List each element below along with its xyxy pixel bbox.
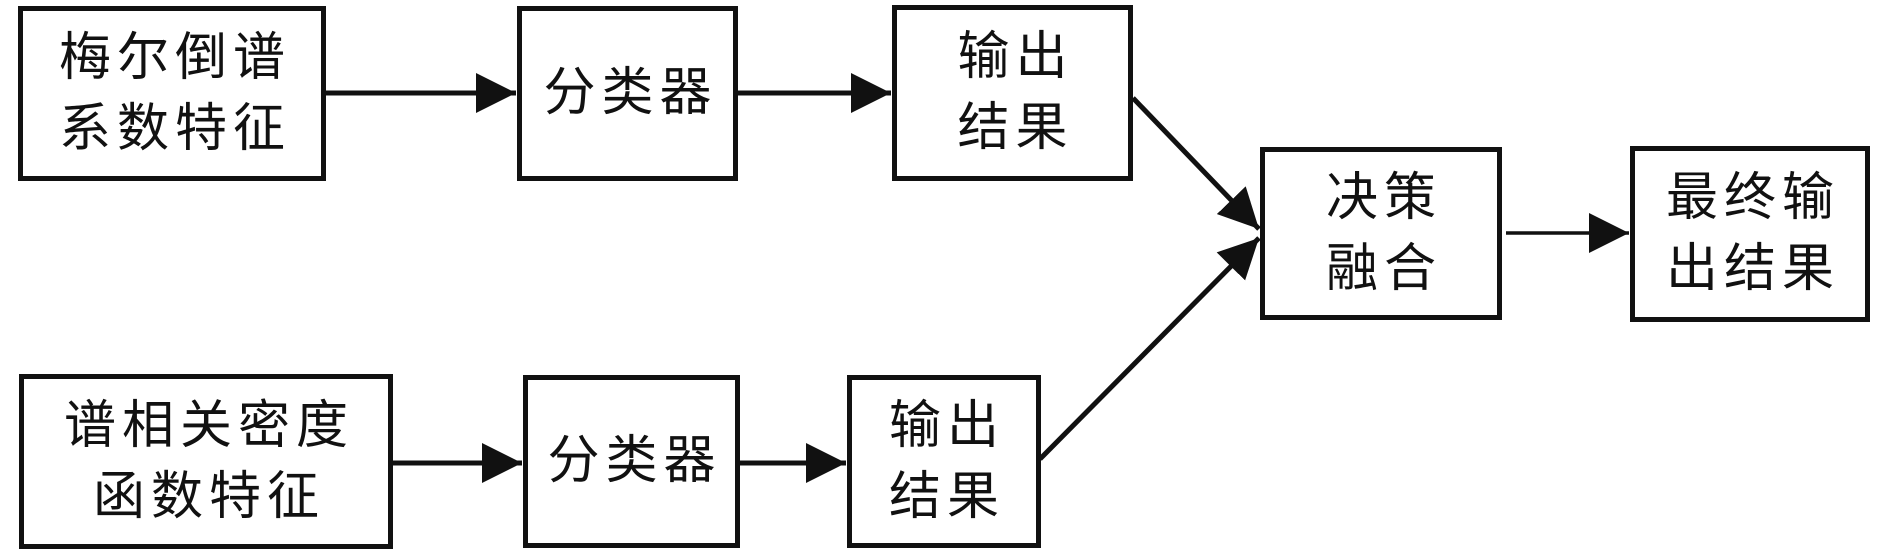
node-text-line: 分类器 xyxy=(543,63,718,123)
node-mel-cepstral-features: 梅尔倒谱 系数特征 xyxy=(18,6,326,181)
node-text-line: 出结果 xyxy=(1665,239,1840,299)
node-final-output-result: 最终输 出结果 xyxy=(1630,146,1870,322)
node-text-line: 输出 xyxy=(888,395,1005,456)
node-text-line: 分类器 xyxy=(547,431,722,491)
node-output-result-top: 输出 结果 xyxy=(892,5,1133,181)
node-text-line: 谱相关密度 xyxy=(63,395,354,456)
node-classifier-bottom: 分类器 xyxy=(523,375,740,548)
node-text-line: 梅尔倒谱 xyxy=(58,27,291,88)
node-text-line: 系数特征 xyxy=(58,98,291,159)
node-text-line: 输出 xyxy=(957,27,1074,87)
node-text-line: 结果 xyxy=(957,98,1074,158)
node-text-line: 最终输 xyxy=(1665,168,1840,228)
node-output-result-bottom: 输出 结果 xyxy=(847,375,1041,548)
node-decision-fusion: 决策 融合 xyxy=(1260,147,1502,320)
node-spectral-correlation-features: 谱相关密度 函数特征 xyxy=(19,374,393,549)
node-text-line: 函数特征 xyxy=(92,466,325,527)
node-classifier-top: 分类器 xyxy=(517,6,738,181)
node-text-line: 结果 xyxy=(888,466,1005,527)
arrow-output-top-to-fusion xyxy=(1131,96,1261,231)
node-text-line: 融合 xyxy=(1325,238,1442,299)
node-text-line: 决策 xyxy=(1325,167,1442,228)
arrow-output-bottom-to-fusion xyxy=(1038,236,1261,461)
